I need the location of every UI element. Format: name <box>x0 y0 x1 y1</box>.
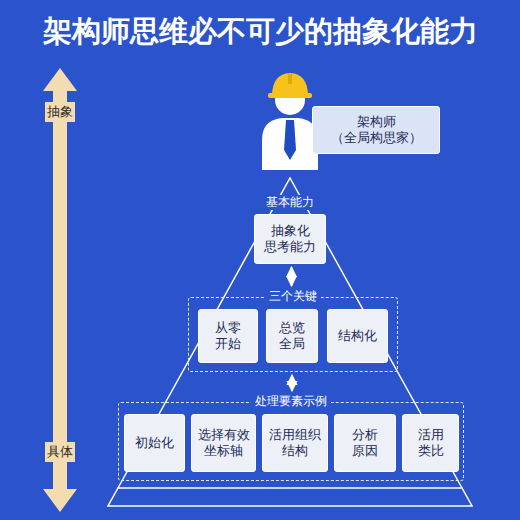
box-text: 结构化 <box>338 328 377 344</box>
concept-box: 活用组织 结构 <box>262 414 328 472</box>
box-text: 分析 原因 <box>352 427 378 460</box>
concept-box: 基本能力抽象化 思考能力 <box>250 195 330 264</box>
scale-label: 具体 <box>45 442 75 462</box>
pyramid <box>108 178 472 506</box>
group-frame: 三个关键从零 开始 总览 全局 结构化 <box>188 289 398 372</box>
group-heading: 三个关键 <box>265 289 321 304</box>
box-text: 初始化 <box>135 435 174 451</box>
concept-box: 初始化 <box>124 414 185 472</box>
architect-icon <box>262 73 318 170</box>
scale-label: 抽象 <box>45 102 75 122</box>
box-heading: 基本能力 <box>262 195 318 210</box>
box-text: 活用 类比 <box>418 427 444 460</box>
link-arrow <box>291 267 293 286</box>
box-text: 活用组织 结构 <box>269 427 321 460</box>
concept-box: 分析 原因 <box>334 414 396 472</box>
concept-box: 从零 开始 <box>198 309 258 363</box>
group-heading: 处理要素示例 <box>251 394 331 409</box>
box-text: 从零 开始 <box>215 320 241 353</box>
role-callout: 架构师 （全局构思家） <box>312 106 440 154</box>
title: 架构师思维必不可少的抽象化能力 <box>0 12 520 52</box>
scale-arrow <box>43 68 77 512</box>
box-text: 总览 全局 <box>279 320 305 353</box>
concept-box: 结构化 <box>327 309 388 363</box>
concept-box: 活用 类比 <box>402 414 459 472</box>
group-frame: 处理要素示例初始化 选择有效 坐标轴活用组织 结构 分析 原因 活用 类比 <box>118 394 464 481</box>
concept-box: 选择有效 坐标轴 <box>191 414 256 472</box>
box-body: 抽象化 思考能力 <box>254 214 326 264</box>
box-text: 架构师 （全局构思家） <box>331 114 422 147</box>
box-text: 抽象化 思考能力 <box>264 223 316 256</box>
box-text: 选择有效 坐标轴 <box>198 427 250 460</box>
concept-box: 总览 全局 <box>266 309 318 363</box>
link-arrow <box>291 375 293 391</box>
